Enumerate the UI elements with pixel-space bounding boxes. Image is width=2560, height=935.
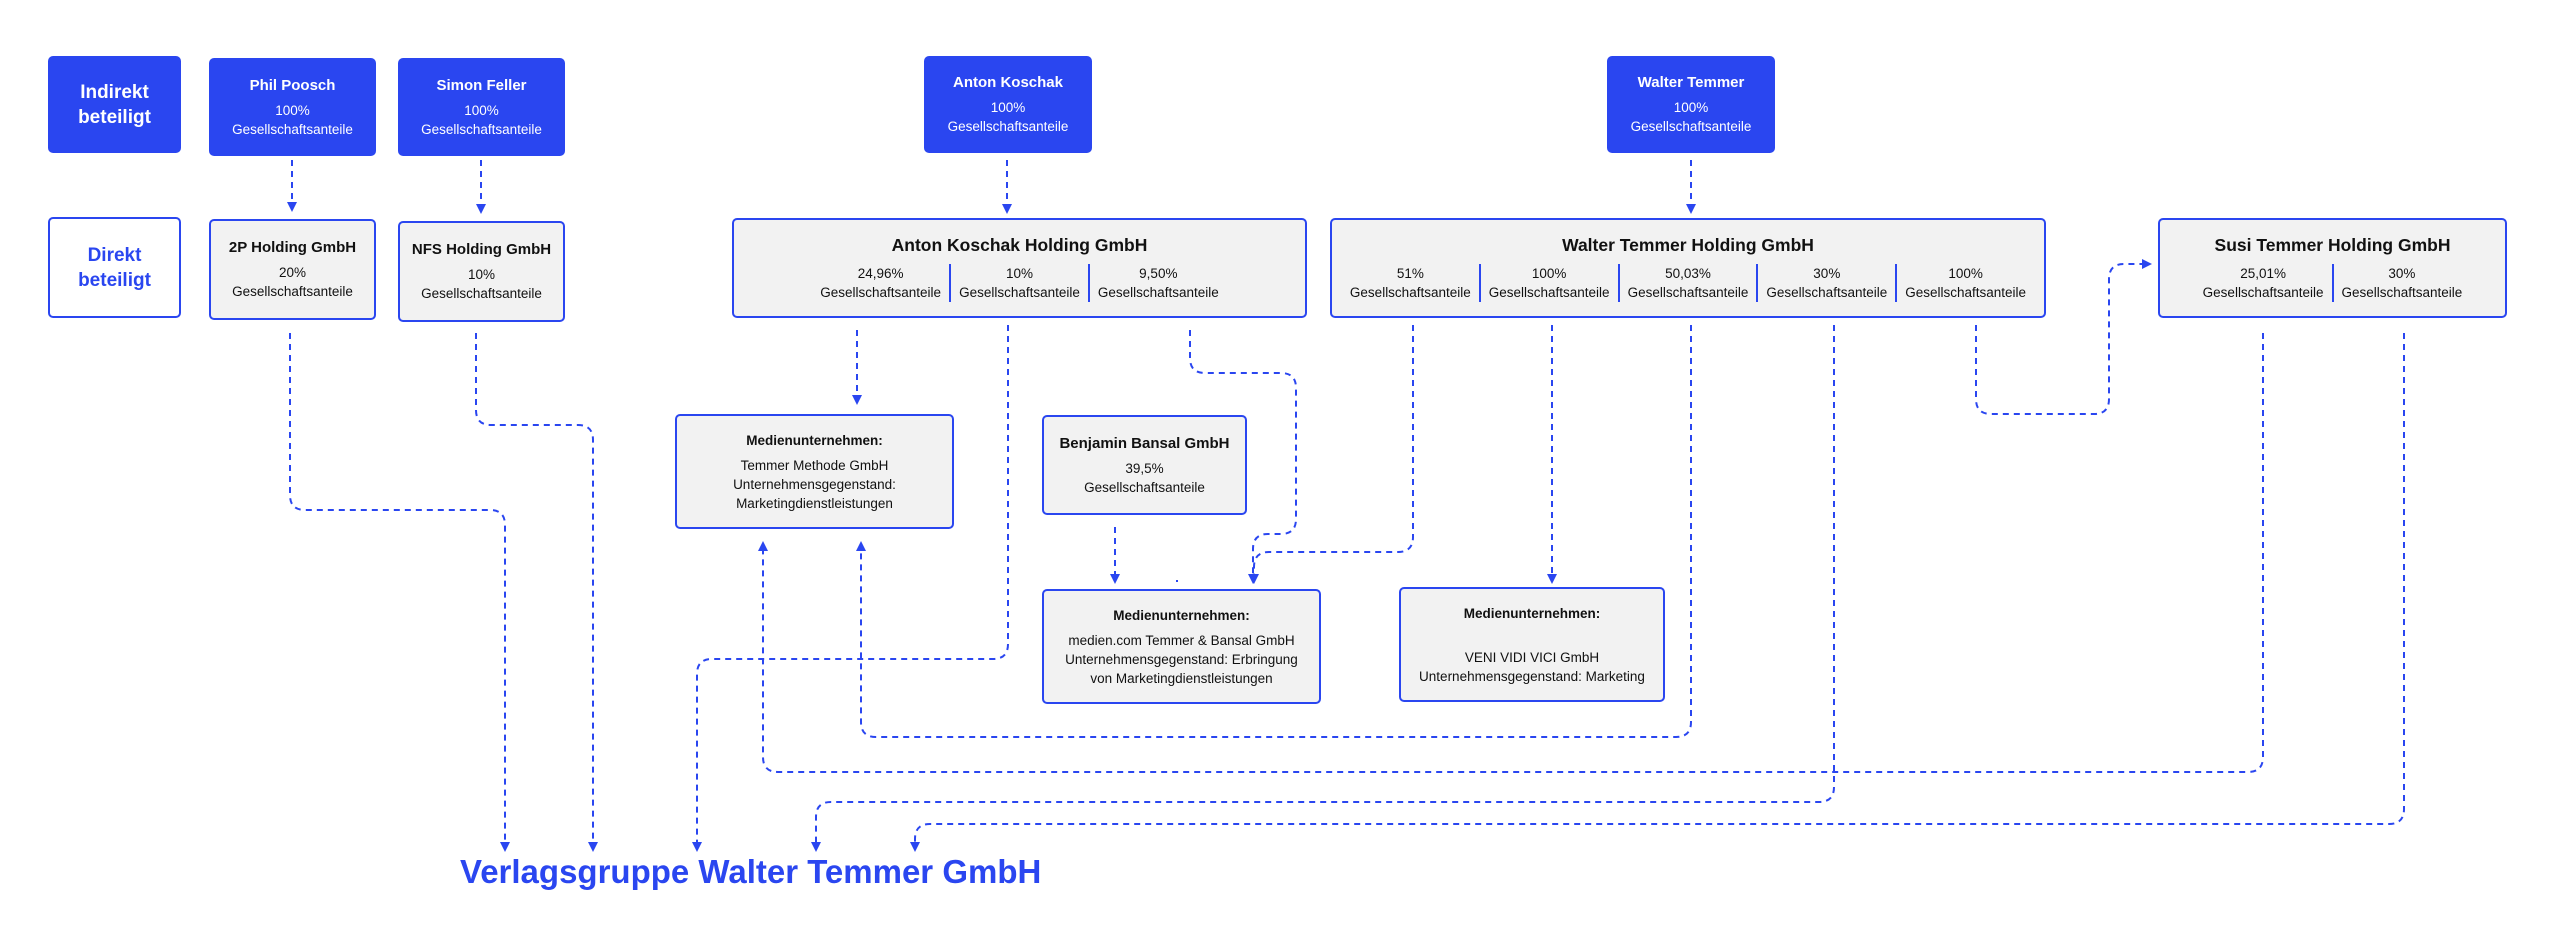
share-item: 100% Gesellschaftsanteile [1895,264,2034,302]
owner-phil-poosch: Phil Poosch 100% Gesellschaftsanteile [209,58,376,156]
share-item: 9,50% Gesellschaftsanteile [1087,264,1227,302]
owner-unit: Gesellschaftsanteile [947,119,1069,134]
holding-walter-temmer: Walter Temmer Holding GmbH 51% Gesellscha… [1330,218,2046,318]
holding-percent: 10% [467,267,496,282]
media-title: Medienunternehmen: [746,432,883,448]
owner-percent: 100% [464,102,499,118]
share-unit: Gesellschaftsanteile [2202,285,2324,300]
share-unit: Gesellschaftsanteile [820,285,942,300]
share-percent: 24,96% [857,266,904,281]
holding-percent: 39,5% [1125,460,1164,476]
share-list: 25,01% Gesellschaftsanteile 30% Gesellscha… [2195,264,2471,302]
holding-percent: 20% [278,265,307,280]
owner-unit: Gesellschaftsanteile [232,121,353,137]
media-line: Unternehmensgegenstand: Marketing [1419,668,1645,684]
share-percent: 51% [1396,266,1424,281]
holding-unit: Gesellschaftsanteile [1084,479,1205,495]
owner-percent: 100% [1673,100,1709,115]
arrow-temmer-to-medien-com [1249,325,1414,584]
direct-label-line-1: Direkt [87,244,142,266]
owner-name: Phil Poosch [249,76,336,94]
share-percent: 100% [1531,266,1567,281]
indirect-label-line-1: Indirekt [80,81,149,103]
arrow-2p-to-verlag [289,333,510,852]
owner-walter-temmer: Walter Temmer 100% Gesellschaftsanteile [1607,56,1775,153]
holding-name: Susi Temmer Holding GmbH [2214,235,2451,255]
media-line: medien.com Temmer & Bansal GmbH [1068,632,1295,648]
holding-name: 2P Holding GmbH [228,239,357,256]
media-line: Unternehmensgegenstand: Erbringung [1065,651,1298,667]
owner-unit: Gesellschaftsanteile [1630,119,1752,134]
holding-name: Walter Temmer Holding GmbH [1562,235,1814,255]
arrow-koschak-to-verlag [692,325,1009,852]
direct-label: Direkt beteiligt [48,217,181,318]
share-item: 30% Gesellschaftsanteile [2331,264,2471,302]
media-line: Marketingdienstleistungen [736,495,893,511]
share-unit: Gesellschaftsanteile [1349,285,1471,300]
share-item: 51% Gesellschaftsanteile [1342,264,1479,302]
share-percent: 30% [2388,266,2416,281]
owner-percent: 100% [275,102,310,118]
owner-unit: Gesellschaftsanteile [421,121,542,137]
share-percent: 30% [1813,266,1841,281]
arrow-nfs-to-verlag [475,333,598,852]
holding-nfs: NFS Holding GmbH 10% Gesellschaftsanteil… [398,221,565,322]
media-temmer-methode: Medienunternehmen: Temmer Methode GmbH U… [675,414,954,529]
holding-unit: Gesellschaftsanteile [421,286,542,301]
arrow-koschak-to-medien-com [1189,330,1297,584]
holding-name: NFS Holding GmbH [411,241,552,258]
share-percent: 10% [1005,266,1033,281]
share-list: 24,96% Gesellschaftsanteile 10% Gesellscha… [812,264,1226,302]
holding-benjamin-bansal: Benjamin Bansal GmbH 39,5% Gesellschafts… [1042,415,1247,515]
indirect-label: Indirekt beteiligt [48,56,181,153]
indirect-label-line-2: beteiligt [78,106,151,128]
verlagsgruppe-title: Verlagsgruppe Walter Temmer GmbH [460,853,1042,890]
share-item: 50,03% Gesellschaftsanteile [1617,264,1757,302]
owner-anton-koschak: Anton Koschak 100% Gesellschaftsanteile [924,56,1092,153]
share-item: 24,96% Gesellschaftsanteile [812,264,949,302]
holding-anton-koschak: Anton Koschak Holding GmbH 24,96% Gesells… [732,218,1307,318]
share-unit: Gesellschaftsanteile [959,285,1080,300]
holding-2p: 2P Holding GmbH 20% Gesellschaftsanteile [209,219,376,320]
share-item: 25,01% Gesellschaftsanteile [2195,264,2332,302]
share-percent: 50,03% [1665,266,1711,281]
holding-unit: Gesellschaftsanteile [232,284,353,299]
media-veni-vidi-vici: Medienunternehmen: VENI VIDI VICI GmbH U… [1399,587,1665,702]
share-unit: Gesellschaftsanteile [2341,285,2463,300]
share-unit: Gesellschaftsanteile [1905,285,2027,300]
media-line: Unternehmensgegenstand: [733,476,896,492]
share-unit: Gesellschaftsanteile [1097,285,1219,300]
media-medien-com: Medienunternehmen: medien.com Temmer & B… [1042,589,1321,704]
owner-simon-feller: Simon Feller 100% Gesellschaftsanteile [398,58,565,156]
share-item: 30% Gesellschaftsanteile [1756,264,1895,302]
share-item: 100% Gesellschaftsanteile [1478,264,1618,302]
media-title: Medienunternehmen: [1463,605,1601,621]
share-unit: Gesellschaftsanteile [1766,285,1888,300]
share-item: 10% Gesellschaftsanteile [949,264,1088,302]
share-unit: Gesellschaftsanteile [1627,285,1749,300]
owner-percent: 100% [990,100,1026,115]
holding-name: Anton Koschak Holding GmbH [891,235,1148,255]
media-line: von Marketingdienstleistungen [1090,670,1273,686]
holding-name: Benjamin Bansal GmbH [1059,434,1230,452]
media-line: Temmer Methode GmbH [740,457,889,473]
media-line: VENI VIDI VICI GmbH [1464,649,1600,665]
owner-name: Simon Feller [436,76,527,94]
arrow-temmer-to-susi [1975,259,2152,415]
owner-name: Anton Koschak [952,74,1063,91]
share-percent: 9,50% [1139,266,1178,281]
direct-label-line-2: beteiligt [78,269,151,291]
arrow-susi-to-temmer-methode [758,333,2264,773]
share-list: 51% Gesellschaftsanteile 100% Gesellschaft… [1342,264,2034,302]
media-title: Medienunternehmen: [1113,607,1250,623]
arrow-temmer-to-verlag [811,325,1835,852]
share-unit: Gesellschaftsanteile [1488,285,1610,300]
holding-susi-temmer: Susi Temmer Holding GmbH 25,01% Gesellsch… [2158,218,2507,318]
share-percent: 100% [1948,266,1983,281]
share-percent: 25,01% [2240,266,2286,281]
owner-name: Walter Temmer [1637,74,1745,91]
